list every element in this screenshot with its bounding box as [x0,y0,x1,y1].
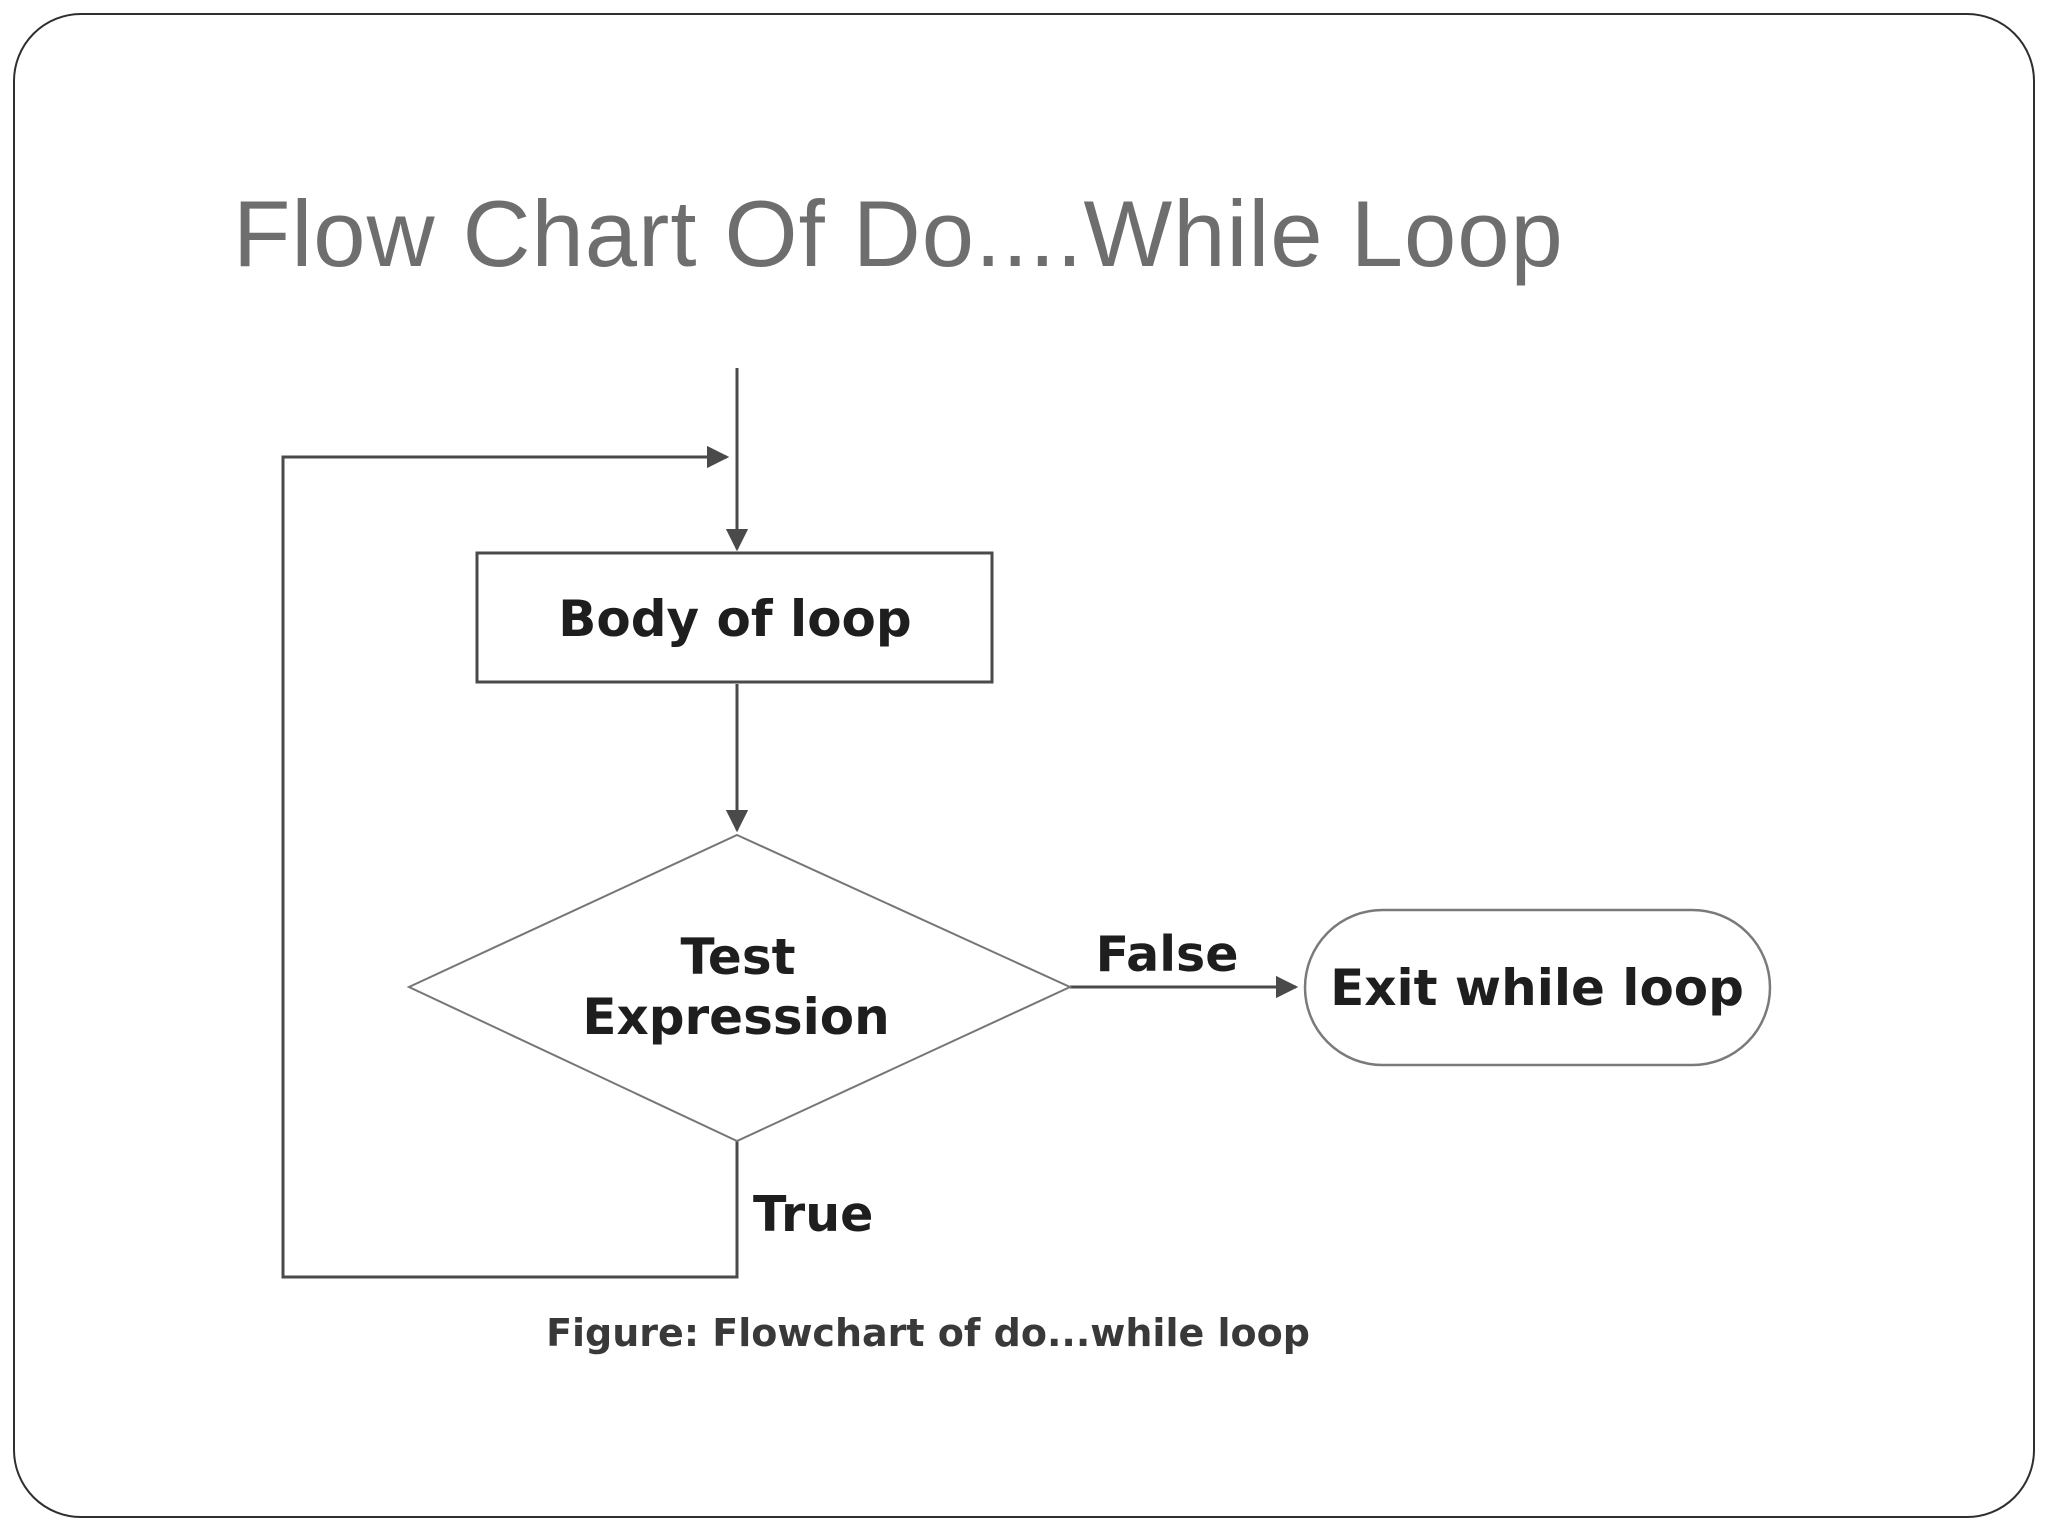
figure-caption: Figure: Flowchart of do...while loop [546,1311,1310,1355]
true-edge-label: True [753,1186,873,1243]
decision-label-line2: Expression [582,988,889,1046]
slide-title: Flow Chart Of Do....While Loop [233,181,1564,286]
false-edge-label: False [1096,926,1239,983]
exit-node-label: Exit while loop [1330,959,1744,1017]
decision-label-line1: Test [680,928,795,986]
exit-node [1303,908,1772,1067]
decision-node [406,833,1073,1143]
body-of-loop-node [475,551,994,684]
body-of-loop-label: Body of loop [558,590,911,648]
loop-back-arrow [281,445,739,1279]
